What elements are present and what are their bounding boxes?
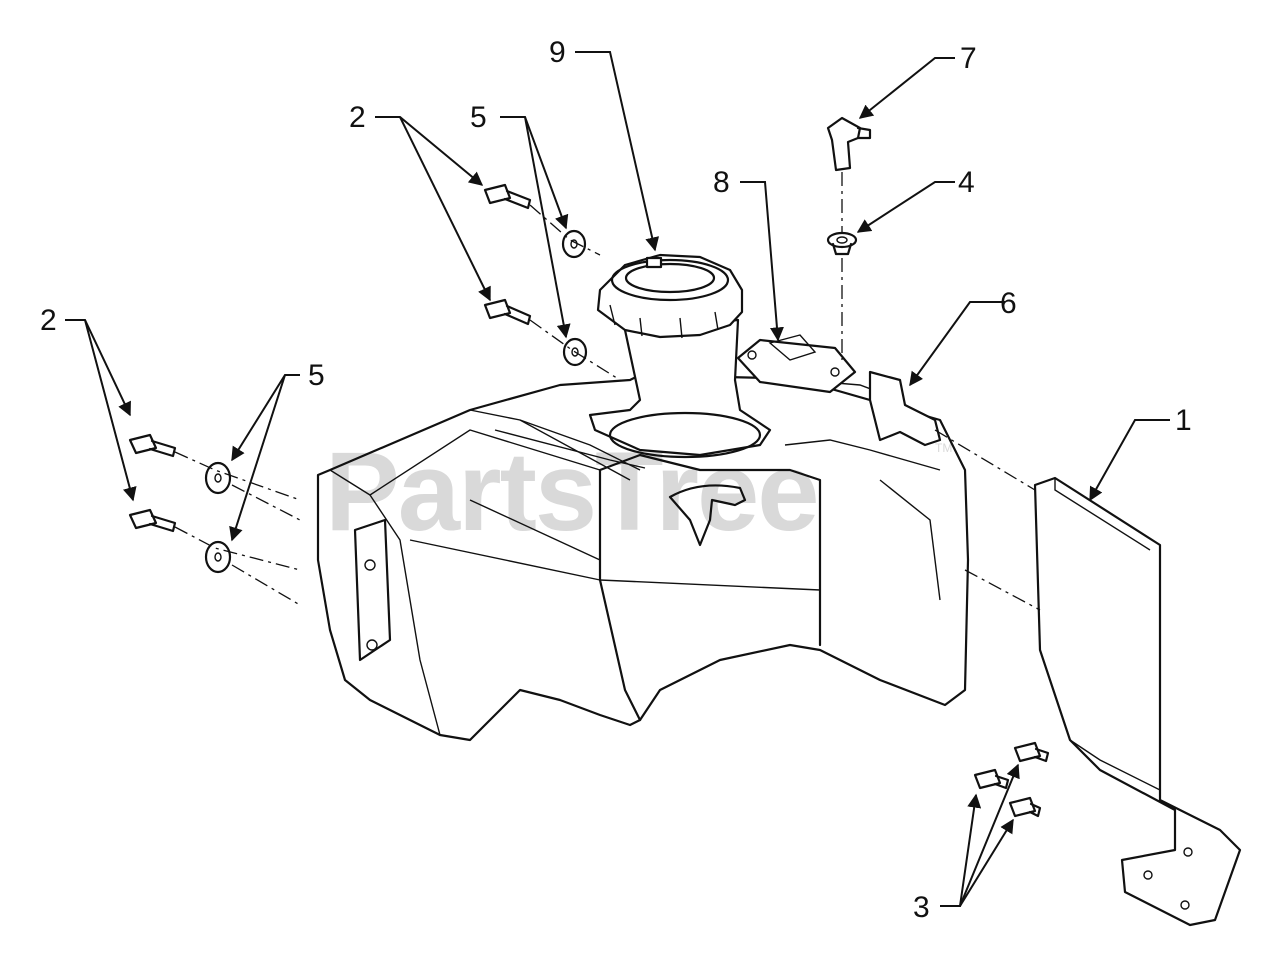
washer-upper-1 (561, 229, 587, 259)
callout-9: 9 (549, 36, 566, 69)
washer-left-upper (204, 461, 232, 495)
callout-7: 7 (960, 42, 977, 75)
washer-left-lower (204, 540, 232, 574)
watermark-trademark: TM (935, 441, 952, 455)
bolt-bottom-3 (1008, 796, 1042, 818)
callout-8: 8 (713, 166, 730, 199)
callout-1: 1 (1175, 404, 1192, 437)
callout-5-left: 5 (308, 359, 325, 392)
bolt-upper-2 (483, 298, 532, 326)
grommet (826, 231, 858, 256)
assembly-lines (174, 172, 1041, 611)
callout-2-left: 2 (40, 304, 57, 337)
fuel-tank (316, 318, 970, 742)
bolt-bottom-1 (973, 768, 1010, 790)
callout-5-upper: 5 (470, 101, 487, 134)
bolt-bottom-2 (1013, 741, 1050, 763)
bolt-left-upper (128, 433, 177, 458)
elbow-fitting (826, 116, 872, 172)
callout-4: 4 (958, 166, 975, 199)
callout-labels: 1 2 2 3 4 5 5 6 7 8 9 (40, 36, 1192, 924)
bolt-upper-1 (483, 183, 532, 210)
callout-3: 3 (913, 891, 930, 924)
callout-6: 6 (1000, 287, 1017, 320)
fuel-cap (596, 253, 744, 339)
bolt-left-lower (128, 508, 177, 533)
heat-shield-bracket (1033, 476, 1242, 927)
leader-lines (65, 51, 1170, 907)
callout-2-upper: 2 (349, 101, 366, 134)
